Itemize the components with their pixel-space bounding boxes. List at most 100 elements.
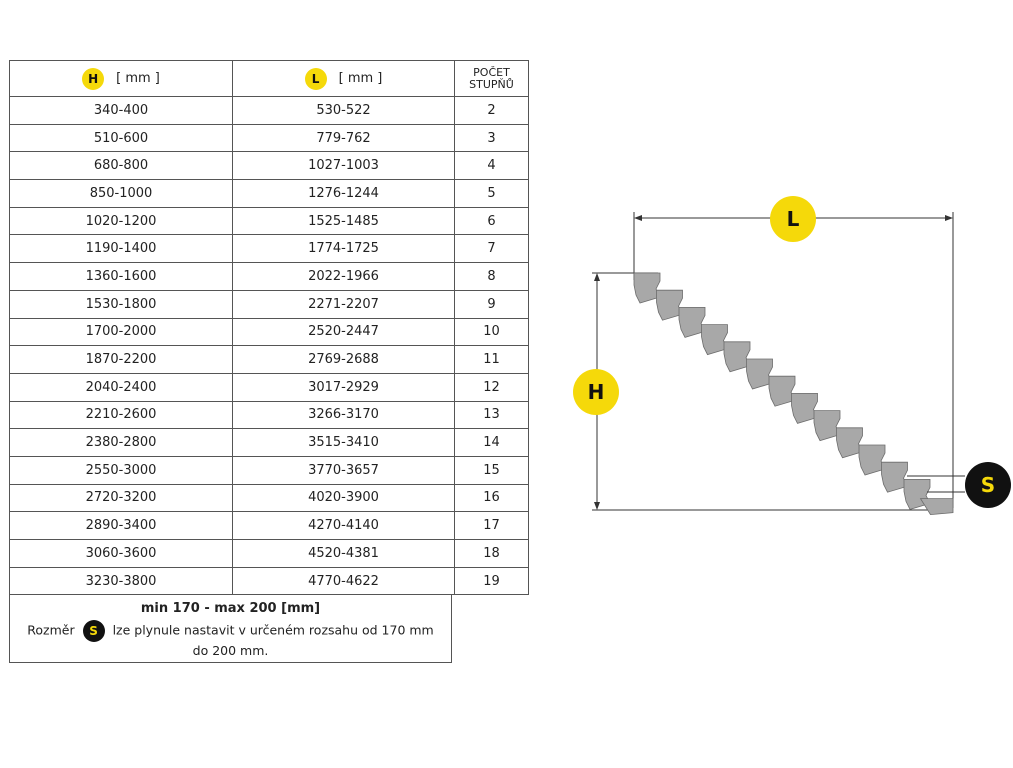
cell-height: 2210-2600 bbox=[9, 400, 233, 430]
cell-step-count: 8 bbox=[454, 262, 529, 291]
stair-step bbox=[768, 375, 796, 407]
cell-step-count: 15 bbox=[454, 455, 529, 485]
cell-step-count: 19 bbox=[454, 566, 529, 596]
stair-step bbox=[836, 427, 864, 459]
cell-length: 530-522 bbox=[232, 96, 455, 125]
cell-step-count: 6 bbox=[454, 206, 529, 236]
header-count-line1: POČET bbox=[473, 65, 510, 79]
cell-step-count: 2 bbox=[454, 96, 529, 125]
cell-step-count: 7 bbox=[454, 234, 529, 264]
stair-steps bbox=[633, 272, 954, 516]
stair-step bbox=[813, 410, 841, 442]
stair-step bbox=[723, 341, 751, 373]
header-length: L [ mm ] bbox=[232, 60, 455, 97]
cell-length: 2022-1966 bbox=[232, 262, 455, 291]
cell-height: 2040-2400 bbox=[9, 372, 233, 402]
stair-step bbox=[881, 461, 909, 493]
cell-length: 4020-3900 bbox=[232, 483, 455, 513]
cell-length: 1525-1485 bbox=[232, 206, 455, 236]
stair-step bbox=[791, 392, 819, 424]
cell-height: 2380-2800 bbox=[9, 428, 233, 457]
stair-step bbox=[858, 444, 886, 476]
note-text: Rozměr S lze plynule nastavit v určeném … bbox=[10, 620, 451, 659]
cell-height: 680-800 bbox=[9, 151, 233, 181]
note-body: lze plynule nastavit v určeném rozsahu o… bbox=[112, 622, 434, 659]
l-dimension: L bbox=[633, 196, 954, 508]
stair-step bbox=[678, 307, 706, 338]
cell-step-count: 12 bbox=[454, 372, 529, 402]
s-label: S bbox=[981, 473, 995, 497]
cell-step-count: 3 bbox=[454, 123, 529, 153]
staircase-diagram: L H S bbox=[573, 196, 1011, 516]
cell-height: 3060-3600 bbox=[9, 539, 233, 568]
header-length-unit: [ mm ] bbox=[338, 71, 383, 86]
header-count-line2: STUPŇŮ bbox=[469, 77, 514, 91]
cell-height: 1870-2200 bbox=[9, 345, 233, 374]
header-height: H [ mm ] bbox=[9, 60, 233, 97]
stair-step bbox=[656, 289, 684, 321]
cell-height: 3230-3800 bbox=[9, 566, 233, 596]
cell-step-count: 9 bbox=[454, 289, 529, 319]
cell-length: 2769-2688 bbox=[232, 345, 455, 374]
h-dimension: H bbox=[573, 272, 953, 511]
h-label: H bbox=[588, 380, 605, 404]
note-title: min 170 - max 200 [mm] bbox=[140, 601, 321, 616]
cell-step-count: 11 bbox=[454, 345, 529, 374]
cell-length: 1027-1003 bbox=[232, 151, 455, 181]
cell-height: 1360-1600 bbox=[9, 262, 233, 291]
stair-step bbox=[633, 272, 661, 304]
stair-step bbox=[746, 358, 774, 390]
cell-length: 2520-2447 bbox=[232, 317, 455, 347]
header-height-unit: [ mm ] bbox=[116, 71, 160, 86]
cell-height: 2890-3400 bbox=[9, 511, 233, 540]
cell-length: 2271-2207 bbox=[232, 289, 455, 319]
stair-step bbox=[701, 324, 729, 356]
cell-length: 3017-2929 bbox=[232, 372, 455, 402]
cell-step-count: 16 bbox=[454, 483, 529, 513]
note-prefix: Rozměr bbox=[27, 622, 75, 638]
cell-height: 1700-2000 bbox=[9, 317, 233, 347]
cell-step-count: 5 bbox=[454, 179, 529, 208]
cell-length: 1774-1725 bbox=[232, 234, 455, 264]
cell-length: 3266-3170 bbox=[232, 400, 455, 430]
cell-height: 2720-3200 bbox=[9, 483, 233, 513]
s-dimension: S bbox=[907, 462, 1011, 508]
cell-height: 1190-1400 bbox=[9, 234, 233, 264]
cell-step-count: 13 bbox=[454, 400, 529, 430]
h-badge-icon: H bbox=[82, 67, 105, 90]
cell-length: 3770-3657 bbox=[232, 455, 455, 485]
table-header-row: H [ mm ] L [ mm ] POČET STUPŇŮ bbox=[9, 60, 529, 97]
cell-height: 2550-3000 bbox=[9, 455, 233, 485]
cell-step-count: 17 bbox=[454, 511, 529, 540]
cell-step-count: 18 bbox=[454, 539, 529, 568]
cell-length: 4270-4140 bbox=[232, 511, 455, 540]
cell-length: 4520-4381 bbox=[232, 539, 455, 568]
stair-landing bbox=[919, 498, 954, 516]
cell-length: 3515-3410 bbox=[232, 428, 455, 457]
s-badge-icon: S bbox=[82, 620, 105, 642]
cell-step-count: 4 bbox=[454, 151, 529, 181]
cell-height: 1530-1800 bbox=[9, 289, 233, 319]
cell-length: 1276-1244 bbox=[232, 179, 455, 208]
l-label: L bbox=[787, 207, 800, 231]
cell-step-count: 14 bbox=[454, 428, 529, 457]
